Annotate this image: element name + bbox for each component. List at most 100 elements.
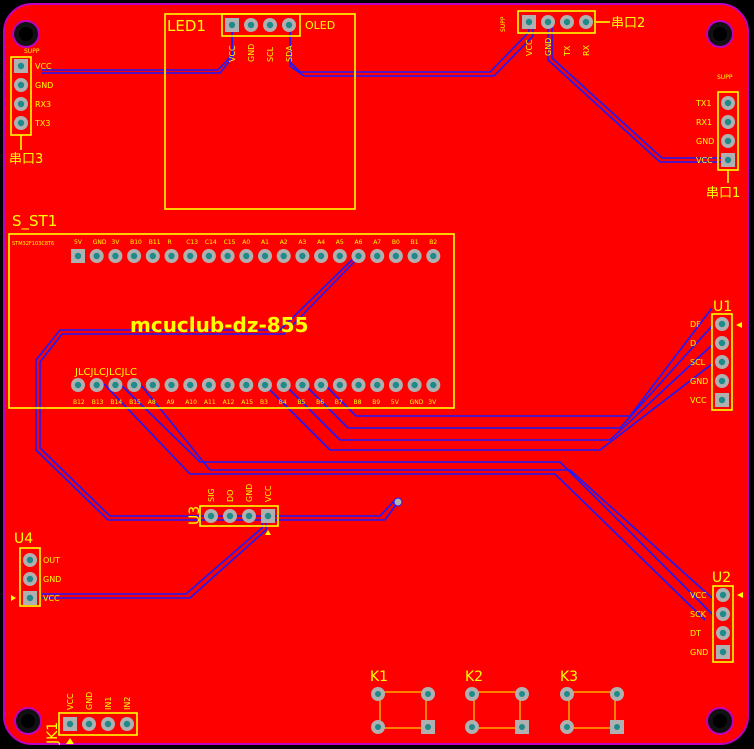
s-st1-bottom-pin-label: B13 xyxy=(92,399,104,406)
jk1-pins xyxy=(63,717,134,731)
u4-ref: U4 xyxy=(14,531,33,547)
s-st1-top-pin-label: B0 xyxy=(392,239,400,246)
board-title: mcuclub-dz-855 xyxy=(130,313,309,337)
s-st1-top-pin-label: B11 xyxy=(149,239,161,246)
s-st1-bottom-pin xyxy=(426,378,441,392)
uart1-top-label: SUPP xyxy=(717,74,733,81)
trace-uart2-gnd-b xyxy=(551,22,726,159)
s-st1-bottom-pin-label: B15 xyxy=(129,399,141,406)
s-st1-top-pin xyxy=(164,249,179,263)
s-st1-bottom-pin-label: B4 xyxy=(279,399,287,406)
s-st1-bottom-pin xyxy=(201,378,216,392)
s-st1-top-pin-label: C15 xyxy=(224,239,236,246)
u1-pin-label: VCC xyxy=(690,396,707,405)
s-st1-bottom-pin xyxy=(164,378,179,392)
uart3-ref: 串口3 xyxy=(9,152,43,167)
s-st1-top-pin-label: A4 xyxy=(317,239,325,246)
jk1-pin xyxy=(101,717,115,731)
uart2-pin xyxy=(579,15,593,29)
s-st1-top-pin xyxy=(258,249,272,263)
s-st1-top-pin xyxy=(239,249,254,263)
s-st1-bottom-pin xyxy=(108,378,123,392)
u3-pin-label: GND xyxy=(245,484,254,502)
jk1-ref: JK1 xyxy=(45,722,61,745)
s-st1-top-pin xyxy=(89,249,104,263)
s-st1-top-pin-label: A1 xyxy=(261,239,269,246)
uart2-pin-label: GND xyxy=(544,38,553,56)
s-st1-bottom-pin-label: A11 xyxy=(204,399,216,406)
u2-pin-label: GND xyxy=(690,648,708,657)
trace-uart2-gnd xyxy=(547,22,726,163)
u2-pin-label: SCK xyxy=(690,610,707,619)
u3-pin-label: DO xyxy=(226,490,235,502)
s-st1-bottom-pin-label: B8 xyxy=(354,399,362,406)
trace-oled-vcc-2 xyxy=(42,26,233,74)
s-st1-top-pin-label: R xyxy=(168,239,172,246)
jk1-pin-label: GND xyxy=(85,692,94,710)
s-st1-top-pin-label: A0 xyxy=(242,239,250,246)
jlc-mark: JLCJLCJLCJLC xyxy=(74,367,137,378)
uart1-pin xyxy=(721,96,735,110)
s-st1-top-pin xyxy=(276,249,291,263)
u1-pin-label: SCL xyxy=(690,358,706,367)
s-st1-top-pin xyxy=(407,249,422,263)
uart2-pins xyxy=(522,15,593,29)
s-st1-bottom-pin xyxy=(258,378,272,392)
s-st1-top-pin-label: C13 xyxy=(186,239,198,246)
u3-pin-label: VCC xyxy=(264,485,273,502)
s-st1-top-pin xyxy=(127,249,142,263)
s-st1-bottom-pin xyxy=(89,378,104,392)
s-st1-top-pin xyxy=(314,249,329,263)
s-st1-top-pin xyxy=(71,249,85,263)
uart1-pin xyxy=(721,134,735,148)
jk1-pin1-marker xyxy=(66,738,74,744)
uart2-pin xyxy=(560,15,574,29)
s-st1-bottom-pin xyxy=(127,378,142,392)
s-st1-top-pin-label: 3V xyxy=(111,239,120,246)
u2-pins xyxy=(716,588,730,659)
jk1-pin-label: IN2 xyxy=(123,697,132,710)
u1-pins xyxy=(715,317,729,407)
u4-pins xyxy=(23,553,37,605)
uart2-ref: 串口2 xyxy=(611,16,645,31)
s-st1-bottom-pin xyxy=(183,378,198,392)
s-st1-bottom-pin-label: B9 xyxy=(372,399,380,406)
u2-pin xyxy=(716,607,730,621)
uart1-pin xyxy=(721,115,735,129)
u4-pin xyxy=(23,591,37,605)
u3-pin1-marker xyxy=(265,530,271,535)
s-st1-bottom-pin xyxy=(71,378,85,392)
s-st1-bottom-pin-label: 5V xyxy=(391,399,400,406)
s-st1-top-pin-label: 5V xyxy=(74,239,83,246)
uart3-pin xyxy=(14,78,28,92)
s-st1-top-pin-label: B2 xyxy=(429,239,437,246)
s-st1-bottom-pin xyxy=(351,378,366,392)
s-st1-bottom-pin-label: B7 xyxy=(335,399,343,406)
k1-ref: K1 xyxy=(370,669,388,685)
s-st1-bottom-pin xyxy=(145,378,160,392)
s-st1-top-pin-label: A3 xyxy=(298,239,306,246)
led1-pin xyxy=(263,18,277,32)
uart1-pins xyxy=(721,96,735,167)
s-st1-top-pin xyxy=(426,249,441,263)
jk1-pin-label: VCC xyxy=(66,693,75,710)
s-st1-bottom-pin xyxy=(239,378,254,392)
u3-pin xyxy=(242,509,256,523)
trace-bus-7 xyxy=(103,383,706,621)
u4-pin1-marker xyxy=(11,595,16,601)
s-st1-top-pin xyxy=(145,249,160,263)
trace-bus-4 xyxy=(263,363,713,451)
s-st1-top-pin-label: A2 xyxy=(280,239,288,246)
board-copper xyxy=(3,3,749,745)
s-st1-bottom-pin xyxy=(370,378,385,392)
